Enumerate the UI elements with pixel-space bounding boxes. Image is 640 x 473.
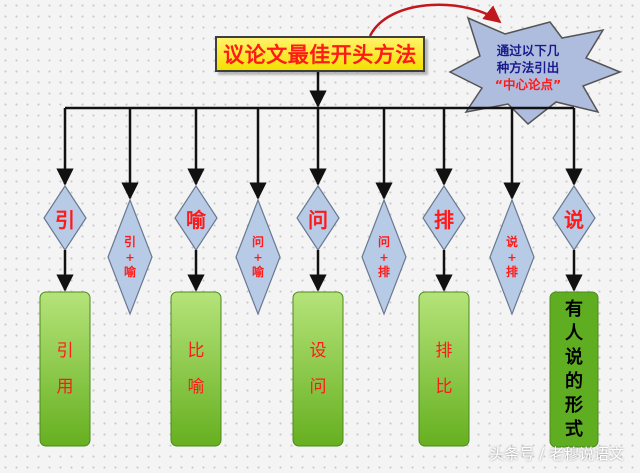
result-box xyxy=(418,291,470,447)
combo-diamond xyxy=(235,198,281,316)
result-char: 设 xyxy=(309,341,327,361)
method-label: 说 xyxy=(564,207,584,232)
result-label: 比喻 xyxy=(171,292,221,446)
note-text: 通过以下几 种方法引出 “中心论点” xyxy=(478,42,578,112)
note-line-2: 种方法引出 xyxy=(496,60,560,75)
combo-diamond xyxy=(107,198,153,316)
combo-label: 问+喻 xyxy=(236,200,280,314)
result-label: 排比 xyxy=(419,292,469,446)
result-label: 有人说的形式 xyxy=(550,292,598,447)
watermark: 头条号 / 老穆说语文 xyxy=(489,445,624,463)
result-char: 有 xyxy=(565,298,583,320)
result-char: 用 xyxy=(56,377,74,397)
method-label: 问 xyxy=(308,207,328,232)
result-label: 引用 xyxy=(40,292,90,446)
note-line-1: 通过以下几 xyxy=(496,43,560,58)
result-box xyxy=(292,291,344,447)
combo-char: + xyxy=(379,250,389,264)
result-char: 排 xyxy=(435,341,453,361)
method-label: 喻 xyxy=(186,207,206,232)
combo-char: 问 xyxy=(251,234,264,249)
combo-char: 排 xyxy=(377,264,390,279)
result-char: 比 xyxy=(435,377,453,397)
result-box xyxy=(39,291,91,447)
combo-char: 引 xyxy=(123,234,136,249)
combo-char: + xyxy=(253,250,263,264)
result-char: 引 xyxy=(56,341,74,361)
combo-char: 说 xyxy=(505,234,518,249)
result-char: 比 xyxy=(187,341,205,361)
combo-char: 问 xyxy=(377,234,390,249)
result-box xyxy=(170,291,222,447)
result-char: 喻 xyxy=(187,377,205,397)
result-char: 问 xyxy=(309,377,327,397)
combo-char: 排 xyxy=(505,264,518,279)
result-box xyxy=(549,291,599,448)
combo-label: 引+喻 xyxy=(108,200,152,314)
curved-arrow xyxy=(368,3,502,37)
note-line-3: “中心论点” xyxy=(494,77,562,92)
method-label: 排 xyxy=(434,207,454,232)
result-char: 说 xyxy=(565,346,583,368)
combo-char: + xyxy=(507,250,517,264)
combo-char: 喻 xyxy=(251,264,264,279)
combo-char: 喻 xyxy=(123,264,136,279)
combo-label: 问+排 xyxy=(362,200,406,314)
result-label: 设问 xyxy=(293,292,343,446)
method-label: 引 xyxy=(55,207,75,232)
combo-label: 说+排 xyxy=(490,200,534,314)
combo-char: + xyxy=(125,250,135,264)
title-box: 议论文最佳开头方法 xyxy=(215,36,425,72)
result-char: 式 xyxy=(565,418,583,440)
note-star xyxy=(448,16,623,126)
result-char: 形 xyxy=(565,394,583,416)
combo-diamond xyxy=(361,198,407,316)
result-char: 人 xyxy=(565,322,583,344)
result-char: 的 xyxy=(565,370,583,392)
combo-diamond xyxy=(489,198,535,316)
